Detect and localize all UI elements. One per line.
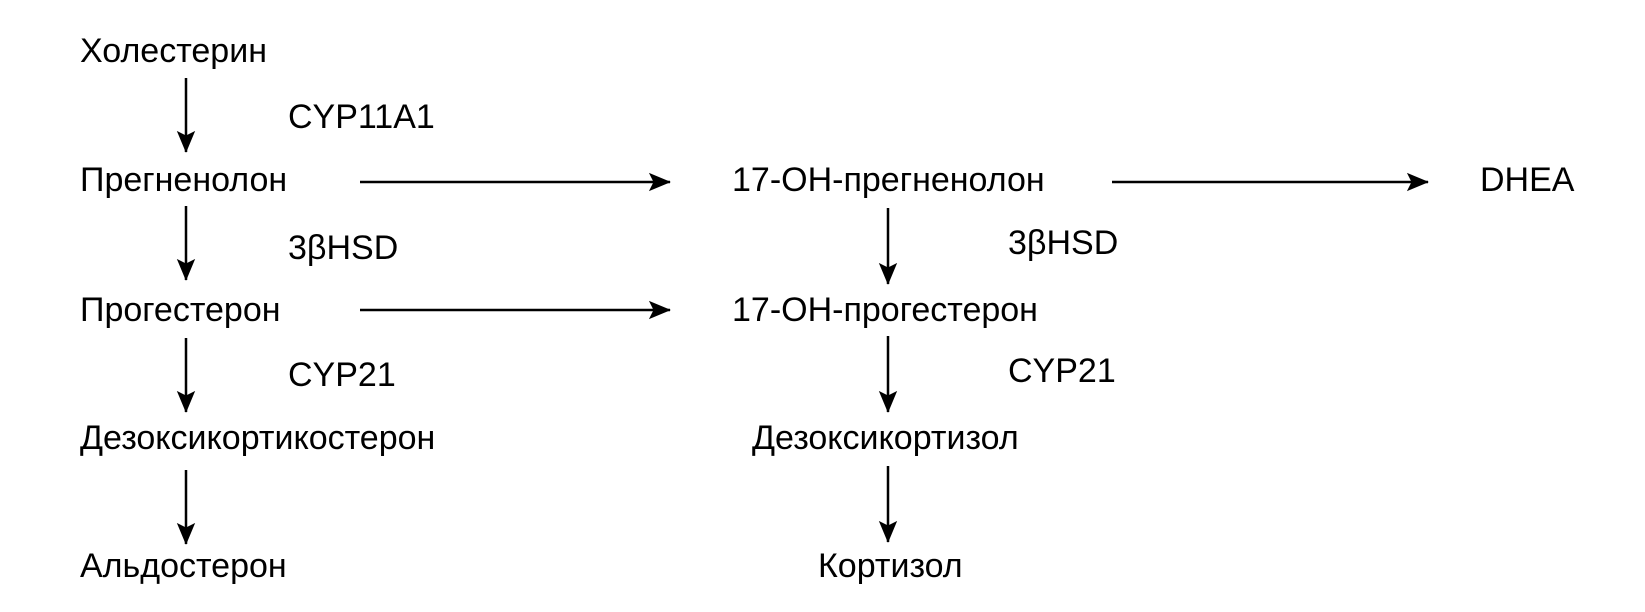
node-progesterone: Прогестерон bbox=[80, 291, 281, 329]
node-17oh-progesterone: 17-ОН-прогестерон bbox=[732, 291, 1038, 329]
enzyme-cyp11a1: CYP11A1 bbox=[288, 98, 435, 136]
enzyme-3bhsd-left: 3βHSD bbox=[288, 229, 399, 267]
node-cholesterol: Холестерин bbox=[80, 32, 267, 70]
node-deoxycortisol: Дезоксикортизол bbox=[752, 419, 1019, 457]
node-pregnenolone: Прегненолон bbox=[80, 161, 288, 199]
enzyme-cyp21-right: CYP21 bbox=[1008, 352, 1116, 390]
node-dhea: DHEA bbox=[1480, 161, 1575, 199]
enzyme-cyp21-left: CYP21 bbox=[288, 356, 396, 394]
node-deoxycorticosterone: Дезоксикортикостерон bbox=[80, 419, 436, 457]
node-cortisol: Кортизол bbox=[818, 547, 963, 585]
node-aldosterone: Альдостерон bbox=[80, 547, 287, 585]
node-17oh-pregnenolone: 17-ОН-прегненолон bbox=[732, 161, 1045, 199]
enzyme-3bhsd-right: 3βHSD bbox=[1008, 224, 1119, 262]
